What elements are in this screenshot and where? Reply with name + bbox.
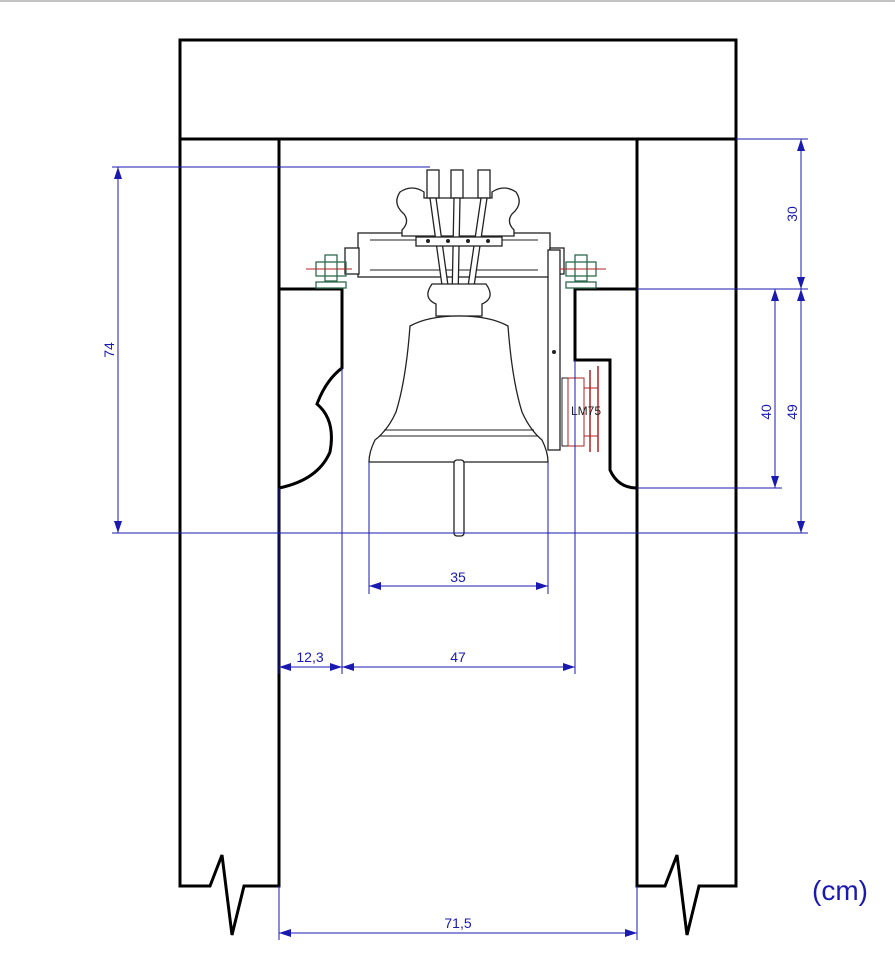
dim-bell-height: 49 bbox=[784, 404, 800, 420]
dim-clear-width: 71,5 bbox=[444, 915, 471, 931]
tower-structure bbox=[178, 38, 738, 936]
dim-opening-height: 40 bbox=[758, 404, 774, 420]
motor-label: LM75 bbox=[571, 404, 601, 418]
top-beam bbox=[178, 38, 738, 141]
right-ledge bbox=[573, 287, 638, 490]
left-axle-fitting bbox=[306, 254, 352, 289]
unit-label: (cm) bbox=[812, 875, 868, 906]
right-axle-fitting bbox=[560, 254, 606, 289]
left-bearing bbox=[344, 247, 360, 275]
dim-total-height: 74 bbox=[101, 342, 117, 358]
left-pillar bbox=[178, 139, 281, 936]
axle-fittings bbox=[306, 254, 606, 289]
dim-ledge-width: 12,3 bbox=[296, 649, 323, 665]
left-ledge bbox=[278, 287, 344, 490]
dim-bell-diameter: 35 bbox=[450, 569, 466, 585]
dimensions: 74 30 40 49 35 12,3 47 71 bbox=[101, 138, 808, 940]
right-pillar bbox=[635, 139, 738, 936]
linear-motor: LM75 bbox=[561, 366, 601, 452]
bell-clapper bbox=[453, 459, 465, 537]
bell-head bbox=[427, 283, 491, 317]
bell-body bbox=[368, 315, 549, 463]
bell-assembly bbox=[344, 169, 565, 537]
dim-swing-width: 47 bbox=[450, 649, 466, 665]
dim-yoke-height: 30 bbox=[784, 206, 800, 222]
